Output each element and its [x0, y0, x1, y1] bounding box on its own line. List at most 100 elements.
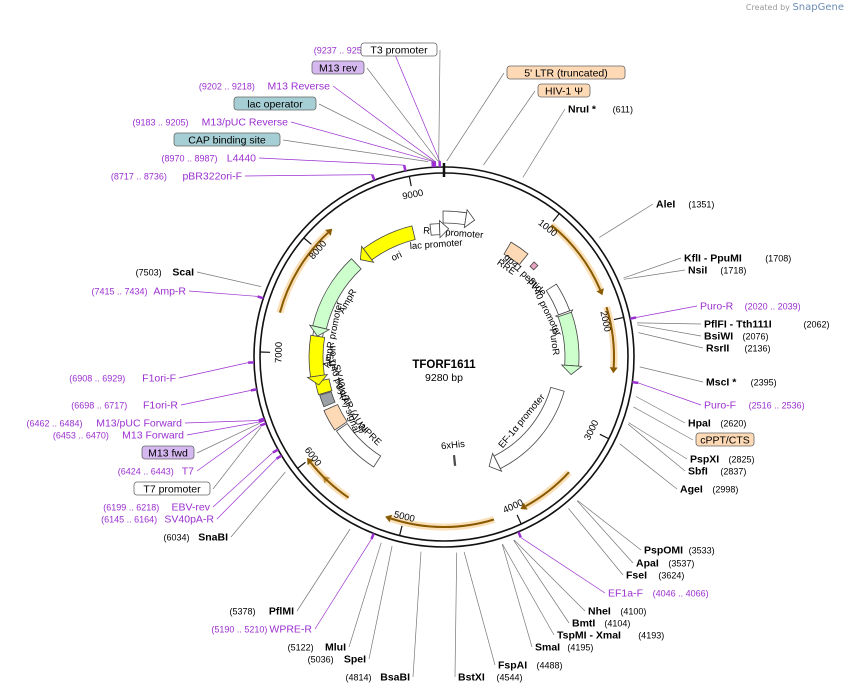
feature-box-label-m13-rev-2: M13 rev — [319, 63, 358, 75]
leader-line-nsii-3 — [623, 269, 686, 280]
enzyme-smai-22: SmaI — [535, 642, 560, 654]
coord-nrui-0: (611) — [613, 105, 633, 115]
leader-line-pflfi-tth111i-5 — [636, 322, 702, 325]
feature-label-lac-promoter: lac promoter — [409, 237, 462, 252]
primer-site-l4440-7 — [402, 164, 407, 172]
feature-box-label-t7-promoter-17: T7 promoter — [143, 484, 201, 496]
coord-smai-22: (4195) — [567, 643, 593, 653]
enzyme-hpai-10: HpaI — [688, 418, 711, 430]
tick-9000 — [408, 176, 412, 187]
enzyme-nrui-0: NruI * — [568, 104, 597, 116]
enzyme-msci-8: MscI * — [706, 377, 737, 389]
leader-line-rsrii-7 — [638, 332, 704, 349]
primer-amp-r-10: Amp-R — [153, 286, 186, 298]
feature-arrowhead-ori — [359, 245, 375, 263]
leader-line-scai-9 — [196, 271, 262, 287]
feature-box-label-cap-binding-site-6: CAP binding site — [188, 135, 266, 147]
leader-line-hiv-1-top1 — [483, 90, 536, 166]
feature-box-t3-promoter-1 — [360, 42, 438, 57]
coord-bsiwi-6: (2076) — [743, 332, 769, 342]
leader-line-puro-r-4 — [635, 305, 698, 318]
coord-apai-16: (3537) — [668, 559, 694, 569]
leader-line-bsabi-25 — [412, 551, 422, 678]
orf-layer — [276, 222, 618, 531]
tick-label-6000: 6000 — [302, 445, 324, 468]
coord-puro-f-9: (2516 .. 2536) — [749, 401, 805, 411]
coord-m13-forward-14: (6453 .. 6470) — [53, 431, 109, 441]
leader-line-wpre-r-22 — [314, 538, 372, 630]
leader-line-ef1a-f-18 — [520, 537, 606, 594]
primer-site-sv40pa-r-19 — [275, 454, 283, 460]
enzyme-spei-24: SpeI — [344, 654, 366, 666]
enzyme-fsei-17: FseI — [626, 570, 647, 582]
orf-arc-3 — [390, 517, 495, 529]
coord-mlui-23: (5122) — [288, 643, 314, 653]
coord-scai-9: (7503) — [136, 268, 162, 278]
feature-box-cppt-cts-11 — [695, 432, 755, 447]
leader-line-t3-0 — [392, 49, 440, 162]
primer-site-puro-r-4 — [629, 316, 637, 320]
feature-rre — [503, 241, 529, 266]
primer-wpre-r-22: WPRE-R — [269, 624, 312, 636]
primer-m13-puc-forward-13: M13/pUC Forward — [96, 418, 182, 430]
feature-label-ori: ori — [390, 249, 404, 263]
leader-line-m13-puc-reverse-5 — [290, 121, 433, 162]
leader-line-lac-operator-4 — [318, 103, 434, 162]
enzyme-nhei-19: NheI — [588, 606, 611, 618]
coord-amp-r-10: (7415 .. 7434) — [91, 287, 147, 297]
leader-line-bmti-20 — [513, 540, 570, 624]
primer-pbr322ori-f-8: pBR322ori-F — [182, 171, 242, 183]
tick-label-4000: 4000 — [501, 497, 525, 516]
coord-pbr322ori-f-8: (8717 .. 8736) — [111, 172, 167, 182]
coord-f1ori-r-12: (6698 .. 6717) — [71, 401, 127, 411]
coord-f1ori-f-11: (6908 .. 6929) — [69, 374, 125, 384]
tick-1000 — [552, 213, 560, 222]
feature-label-f1-ori: f1 ori — [327, 346, 338, 367]
leader-line-l4440-7 — [258, 157, 405, 166]
leader-line-m13-forward-14 — [186, 421, 260, 436]
tick-2000 — [613, 316, 624, 321]
feature-ori — [362, 225, 416, 261]
coord-sv40pa-r-19: (6145 .. 6164) — [101, 515, 157, 525]
enzyme-nsii-3: NsiI — [688, 265, 707, 277]
feature-box-m13-fwd-15 — [141, 445, 195, 460]
feature-box-label-m13-fwd-15: M13 fwd — [148, 448, 188, 460]
enzyme-snabi-20: SnaBI — [198, 532, 228, 544]
leader-line-hpai-10 — [635, 396, 686, 424]
coord-l4440-7: (8970 .. 8987) — [161, 154, 217, 164]
coord-tspmi-xmai-21: (4193) — [638, 631, 664, 641]
leader-line-f1ori-f-11 — [178, 362, 249, 379]
plasmid-size: 9280 bp — [425, 372, 463, 384]
leader-line-cppt-cts-11 — [633, 406, 694, 441]
enzyme-pflmi-21: PflMI — [269, 606, 294, 618]
leader-line-apai-16 — [576, 500, 634, 564]
primer-m13-forward-14: M13 Forward — [122, 430, 184, 442]
orf-arrowhead-5 — [307, 457, 314, 466]
leader-line-t3-promoter-1 — [438, 49, 441, 162]
primer-puro-r-4: Puro-R — [700, 301, 734, 313]
leader-line-m13-reverse-3 — [332, 85, 435, 162]
tick-4000 — [516, 514, 522, 525]
leader-line-sv40pa-r-19 — [216, 458, 277, 520]
leader-line-bsiwi-6 — [637, 324, 702, 337]
primer-puro-f-9: Puro-F — [704, 400, 736, 412]
feature-6xhis — [452, 454, 457, 466]
orf-arc-highlight-2 — [523, 469, 572, 510]
primer-site-f1ori-r-12 — [250, 388, 258, 392]
snapgene-logo: SnapGene — [792, 2, 844, 13]
feature-3-ltr-u3 — [323, 403, 348, 431]
feature-gp41-peptide — [529, 261, 539, 271]
feature-arrowhead-lac-promoter — [438, 219, 450, 239]
feature-ampr — [312, 258, 362, 330]
feature-arrowhead-puror — [560, 364, 583, 376]
leader-line-spei-24 — [368, 545, 393, 660]
tick-label-5000: 5000 — [393, 509, 416, 525]
leader-line-tspmi-xmai-21 — [502, 543, 555, 636]
feature-box-label-hiv-1-top1: HIV-1 Ψ — [545, 86, 583, 98]
leader-line-puro-f-9 — [638, 382, 702, 406]
enzyme-apai-16: ApaI — [636, 558, 659, 570]
label-layer: NruI *(611)AleI(1351)KflI - PpuMI(1708)N… — [26, 42, 830, 684]
feature-sv40-poly-a-signal — [319, 391, 336, 408]
leader-line-agei-14 — [619, 443, 678, 490]
